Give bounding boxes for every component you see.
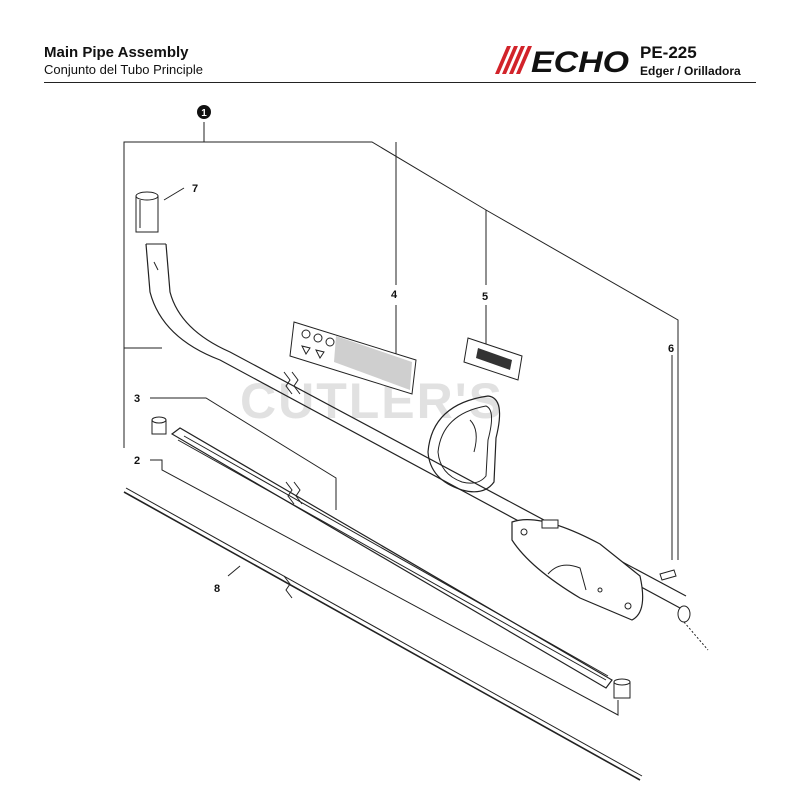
callout-1: 1 xyxy=(197,105,211,119)
part-7-sleeve xyxy=(135,191,159,233)
callout-6: 6 xyxy=(668,343,674,355)
model-description: Edger / Orilladora xyxy=(640,64,741,78)
part-8-drive-shaft xyxy=(123,487,643,781)
model-number: PE-225 xyxy=(640,43,697,62)
part-2-bushing-bottom xyxy=(613,678,631,699)
callout-8: 8 xyxy=(214,583,220,595)
part-4-decal xyxy=(289,321,417,395)
page-title: Main Pipe Assembly xyxy=(44,44,189,61)
handle-loop xyxy=(427,395,501,493)
watermark-text: CUTLER'S xyxy=(240,373,504,429)
header-rule xyxy=(44,82,756,83)
page-header: Main Pipe Assembly Conjunto del Tubo Pri… xyxy=(0,0,800,84)
throttle-housing xyxy=(511,519,644,621)
callout-5: 5 xyxy=(482,291,488,303)
callout-3: 3 xyxy=(134,393,140,405)
callout-4: 4 xyxy=(391,289,398,301)
part-2-bushing-top xyxy=(151,416,167,435)
logo-stripes xyxy=(495,46,532,74)
callout-1-label: 1 xyxy=(201,108,207,119)
page-subtitle: Conjunto del Tubo Principle xyxy=(44,62,203,77)
part-5-decal xyxy=(463,337,523,381)
shaft-end-cable xyxy=(659,569,709,651)
part-3-inner-pipe xyxy=(170,427,613,689)
logo-wordmark: ECHO xyxy=(531,46,629,76)
callout-2: 2 xyxy=(134,455,140,467)
exploded-parts-diagram: CUTLER'S xyxy=(123,105,709,781)
echo-logo: ECHO xyxy=(495,46,629,76)
main-shaft xyxy=(145,243,687,609)
callout-7: 7 xyxy=(192,183,198,195)
